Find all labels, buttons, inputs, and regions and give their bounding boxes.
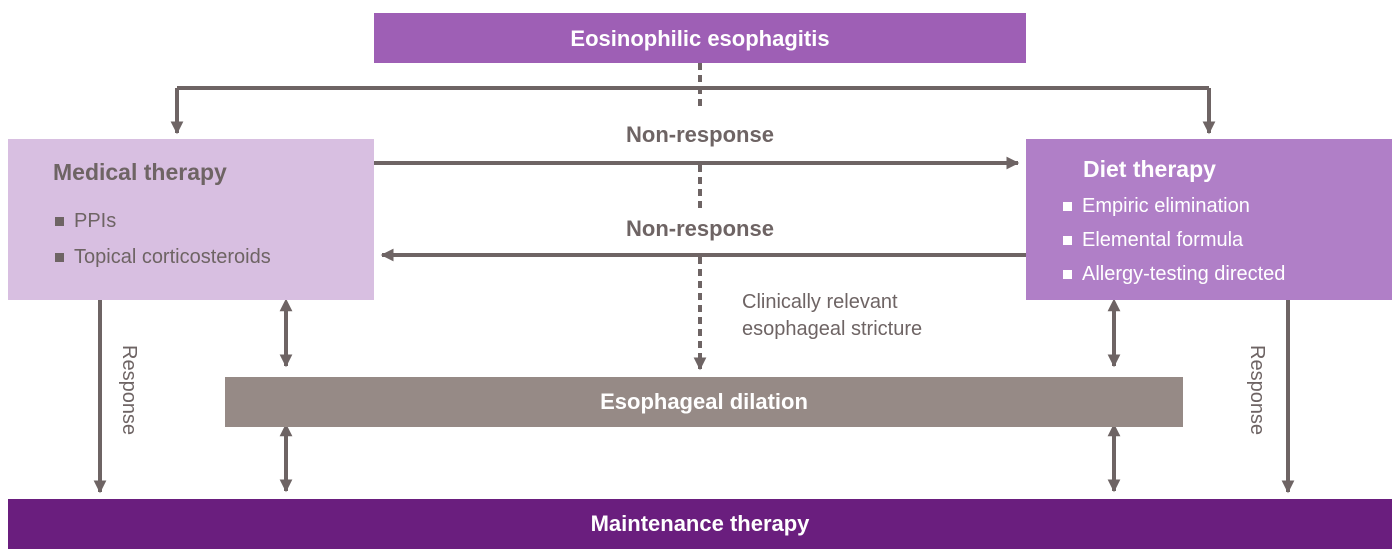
diet-therapy-item: Allergy-testing directed bbox=[1063, 257, 1285, 291]
medical-therapy-item: PPIs bbox=[55, 203, 271, 239]
square-bullet-icon bbox=[1063, 201, 1072, 211]
esophageal-dilation-box: Esophageal dilation bbox=[225, 377, 1183, 427]
square-bullet-icon bbox=[1063, 235, 1072, 245]
medical-therapy-item-label: PPIs bbox=[74, 209, 117, 232]
diet-therapy-heading: Diet therapy bbox=[1083, 156, 1216, 182]
diet-therapy-item-label: Elemental formula bbox=[1082, 228, 1244, 251]
esophageal-dilation-label: Esophageal dilation bbox=[600, 389, 808, 414]
maintenance-therapy-box: Maintenance therapy bbox=[8, 499, 1392, 549]
diet-therapy-item: Empiric elimination bbox=[1063, 189, 1285, 223]
square-bullet-icon bbox=[55, 252, 64, 262]
diet-therapy-list: Empiric elimination Elemental formula Al… bbox=[1063, 189, 1285, 291]
stricture-label: Clinically relevant esophageal stricture bbox=[742, 289, 922, 343]
response-label-left: Response bbox=[118, 345, 140, 436]
maintenance-therapy-label: Maintenance therapy bbox=[590, 511, 810, 536]
square-bullet-icon bbox=[1063, 269, 1072, 279]
diet-therapy-item: Elemental formula bbox=[1063, 223, 1285, 257]
eosinophilic-esophagitis-box: Eosinophilic esophagitis bbox=[374, 13, 1026, 63]
square-bullet-icon bbox=[55, 216, 64, 226]
diet-therapy-item-label: Allergy-testing directed bbox=[1082, 262, 1286, 285]
non-response-label-to-diet: Non-response bbox=[626, 122, 774, 147]
diet-therapy-box: Diet therapy Empiric elimination Element… bbox=[1026, 139, 1392, 300]
diet-therapy-item-label: Empiric elimination bbox=[1082, 194, 1250, 217]
medical-therapy-item-label: Topical corticosteroids bbox=[74, 245, 271, 268]
medical-therapy-list: PPIs Topical corticosteroids bbox=[55, 203, 271, 275]
eosinophilic-esophagitis-label: Eosinophilic esophagitis bbox=[570, 26, 830, 51]
medical-therapy-item: Topical corticosteroids bbox=[55, 239, 271, 275]
response-label-right: Response bbox=[1246, 345, 1268, 436]
medical-therapy-box: Medical therapy PPIs Topical corticoster… bbox=[8, 139, 374, 300]
non-response-label-to-medical: Non-response bbox=[626, 216, 774, 241]
stricture-label-line-1: Clinically relevant bbox=[742, 291, 898, 313]
medical-therapy-heading: Medical therapy bbox=[53, 159, 227, 185]
stricture-label-line-2: esophageal stricture bbox=[742, 318, 923, 340]
